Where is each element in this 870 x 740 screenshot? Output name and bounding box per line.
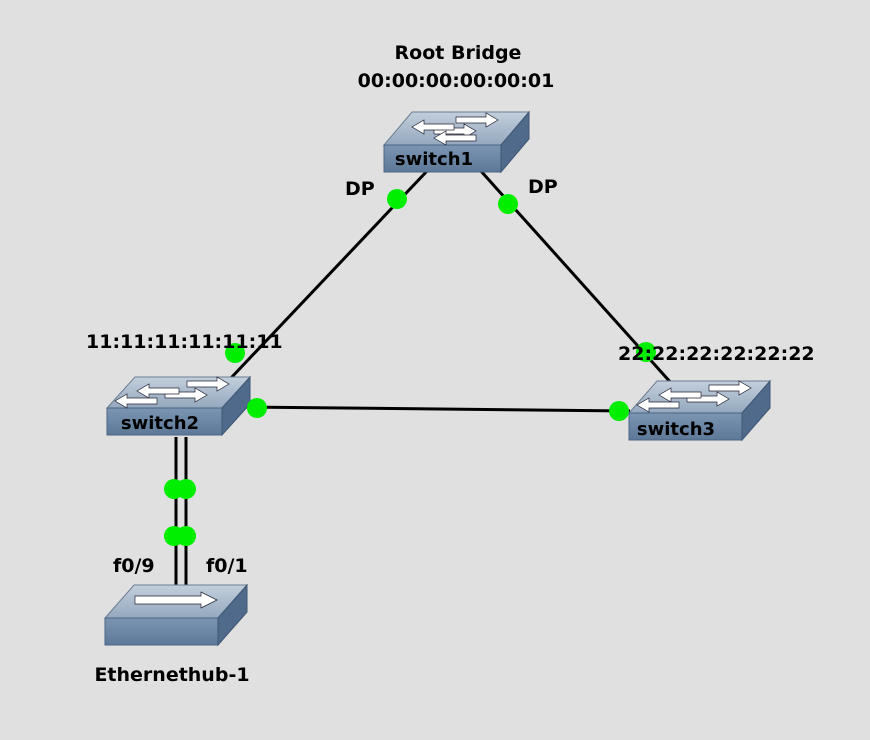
hub-port-label-left: f0/9 bbox=[113, 555, 155, 577]
port-role-label: DP bbox=[345, 178, 375, 200]
switch2-mac-label: 11:11:11:11:11:11 bbox=[86, 331, 283, 353]
root-bridge-mac: 00:00:00:00:00:01 bbox=[357, 70, 555, 92]
switch2-name: switch2 bbox=[121, 413, 199, 434]
port-indicator bbox=[176, 479, 196, 499]
hub-device[interactable] bbox=[103, 583, 249, 647]
ethernet-switch-icon bbox=[105, 375, 252, 437]
switch1-name: switch1 bbox=[395, 149, 473, 170]
port-indicator bbox=[498, 194, 518, 214]
port-role-label: DP bbox=[528, 176, 558, 198]
port-indicator bbox=[247, 398, 267, 418]
port-indicator bbox=[176, 526, 196, 546]
switch3-mac-label: 22:22:22:22:22:22 bbox=[618, 343, 815, 365]
ethernet-switch-icon bbox=[627, 379, 772, 442]
port-indicators bbox=[164, 189, 656, 546]
hub-name: Ethernethub-1 bbox=[94, 664, 250, 686]
ethernet-switch-icon bbox=[382, 110, 531, 174]
hub-port-label-right: f0/1 bbox=[206, 555, 248, 577]
switch3-device[interactable]: switch3 bbox=[627, 379, 772, 442]
ethernet-hub-icon bbox=[103, 583, 249, 647]
port-indicator bbox=[636, 342, 656, 362]
port-indicator bbox=[387, 189, 407, 209]
switch2-device[interactable]: switch2 bbox=[105, 375, 252, 437]
port-indicator bbox=[609, 401, 629, 421]
root-bridge-title: Root Bridge bbox=[394, 42, 522, 64]
switch1-device[interactable]: switch1 bbox=[382, 110, 531, 174]
link-switch2-switch3[interactable] bbox=[243, 405, 631, 413]
port-indicator bbox=[225, 343, 245, 363]
switch3-name: switch3 bbox=[637, 419, 715, 440]
